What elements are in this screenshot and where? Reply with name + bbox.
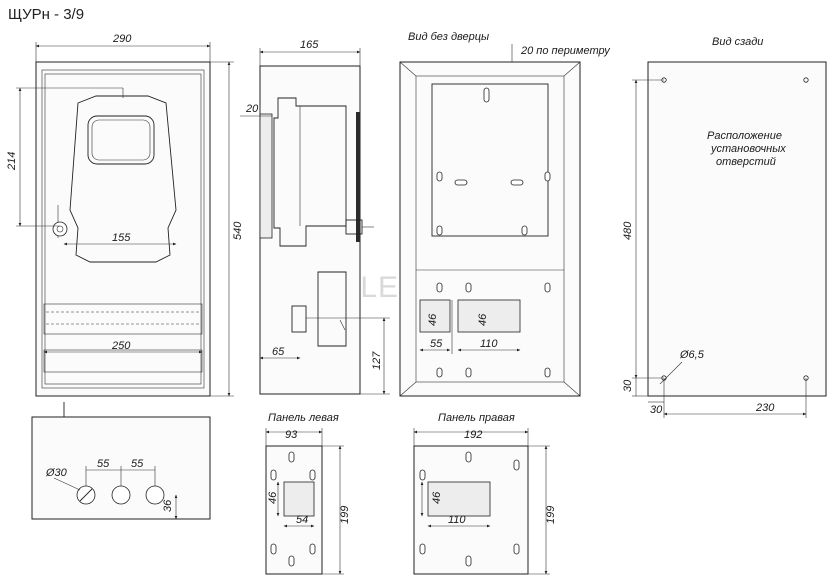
back-view-caption: Вид сзади: [712, 36, 763, 48]
side-view: 165 20 65 127: [240, 39, 390, 395]
side-depth-label: 165: [300, 39, 319, 51]
back-note-line2: установочных: [710, 143, 786, 155]
panel-right-caption: Панель правая: [438, 412, 515, 424]
panel-right-width: 192: [464, 429, 482, 441]
panel-right-cut-height: 46: [431, 491, 443, 504]
front-view: 290 540 214 155 250: [6, 33, 244, 397]
front-height-label: 540: [232, 221, 244, 240]
panel-right-cut-width: 110: [448, 514, 466, 526]
back-note-line1: Расположение: [707, 130, 782, 142]
drawing-title: ЩУРн - 3/9: [8, 6, 84, 23]
knockout-edge-offset: 36: [162, 499, 174, 512]
panel-left-height: 199: [339, 506, 351, 524]
meter-height-label: 214: [6, 152, 18, 171]
door-view-caption: Вид без дверцы: [408, 31, 489, 43]
front-width-label: 290: [112, 33, 132, 45]
door-view: Вид без дверцы 20 по периметру 46 46 55 …: [399, 31, 611, 397]
side-bottom-offset: 65: [272, 346, 285, 358]
panel-right: Панель правая 192 199 46 110: [413, 412, 557, 575]
perimeter-label: 20 по периметру: [520, 45, 611, 57]
panel-right-height: 199: [545, 506, 557, 524]
mount-hole-diameter: Ø6,5: [679, 349, 705, 361]
back-bottom-offset: 30: [622, 379, 634, 392]
back-view: Вид сзади Расположение установочных отве…: [622, 36, 827, 418]
panel-left-width: 93: [285, 429, 298, 441]
panel-left-cut-width: 54: [296, 514, 308, 526]
panel-left-caption: Панель левая: [268, 412, 339, 424]
lock-icon: [52, 221, 68, 237]
knockout-diameter: Ø30: [45, 467, 68, 479]
panel-left: Панель левая 93 199 46 54: [265, 412, 351, 575]
knockout-gap-1: 55: [97, 458, 110, 470]
back-left-offset: 30: [650, 404, 663, 416]
back-note-line3: отверстий: [716, 156, 776, 168]
meter-span-label: 155: [112, 232, 131, 244]
rail-width-label: 250: [111, 340, 131, 352]
door-cut2-height: 46: [477, 313, 489, 326]
door-cut1-width: 55: [430, 338, 443, 350]
door-cut1-height: 46: [427, 313, 439, 326]
back-hole-span: 230: [755, 402, 775, 414]
panel-left-cut-height: 46: [267, 491, 279, 504]
side-bottom-height: 127: [371, 351, 383, 370]
side-top-offset: 20: [245, 103, 259, 115]
door-cut2-width: 110: [480, 338, 498, 350]
knockout-gap-2: 55: [131, 458, 144, 470]
bottom-view: 55 55 Ø30 36: [31, 402, 211, 520]
back-height-label: 480: [622, 221, 634, 240]
